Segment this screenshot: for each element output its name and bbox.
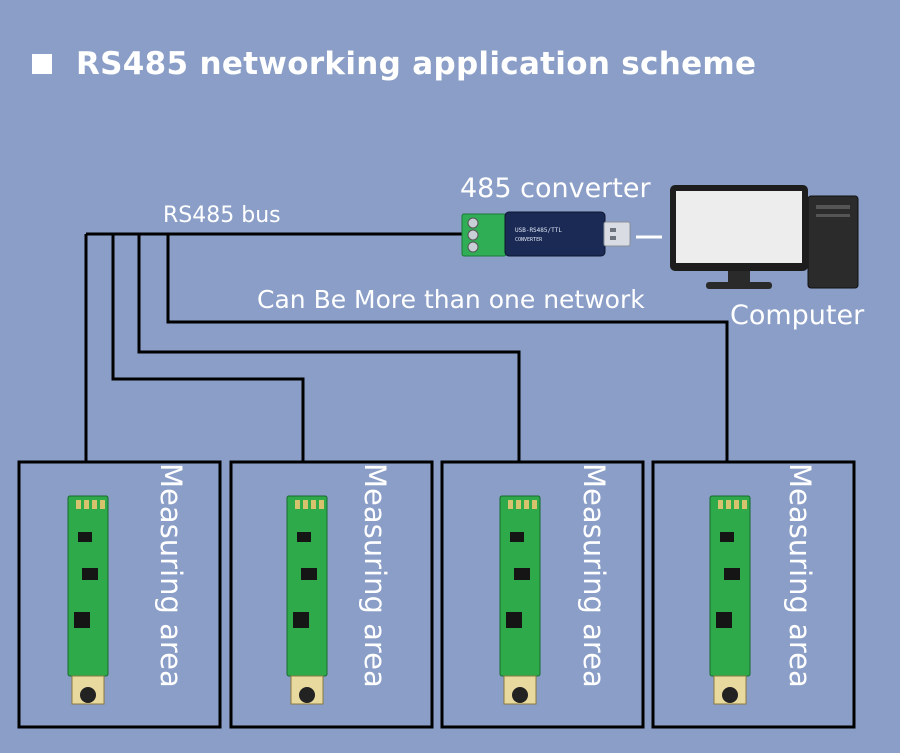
area-box-4 [651,460,856,729]
converter-device: USB-RS485/TTL CONVERTER [461,211,631,257]
converter-print-line1: USB-RS485/TTL [515,227,562,234]
sensor-board-4 [709,495,751,705]
area-box-2 [229,460,434,729]
computer-label: Computer [730,300,865,331]
rs485-bus-label: RS485 bus [163,203,281,228]
measuring-area-label-4: Measuring area [783,463,817,688]
title-bullet-icon [32,54,52,74]
bus-wires [84,232,729,462]
converter-label: 485 converter [460,173,651,204]
sensor-board-2 [286,495,328,705]
terminal-screw-1 [467,217,479,229]
wire-area-2 [111,234,305,462]
usb-pin [610,236,616,240]
sensor-board-1 [67,495,109,705]
diagram-title: RS485 networking application scheme [76,46,757,82]
measuring-area-label-3: Measuring area [577,463,611,688]
usb-pin [610,228,616,232]
converter-body [504,211,606,257]
measuring-areas [17,460,856,729]
measuring-area-label-2: Measuring area [358,463,392,688]
wire-area-3 [137,234,521,462]
wire-area-4 [166,234,729,462]
terminal-screw-3 [467,241,479,253]
usb-plug [603,221,631,247]
area-box-1 [17,460,222,729]
converter-print-line2: CONVERTER [515,237,543,243]
terminal-screw-2 [467,229,479,241]
title-row: RS485 networking application scheme [32,46,756,82]
tower-case [807,195,859,289]
monitor-screen [676,191,802,263]
monitor-stand [728,271,750,283]
monitor-base [706,282,772,289]
computer-icon [670,185,859,289]
network-note-label: Can Be More than one network [257,285,645,314]
sensor-board-3 [499,495,541,705]
area-box-3 [440,460,645,729]
measuring-area-label-1: Measuring area [154,463,188,688]
